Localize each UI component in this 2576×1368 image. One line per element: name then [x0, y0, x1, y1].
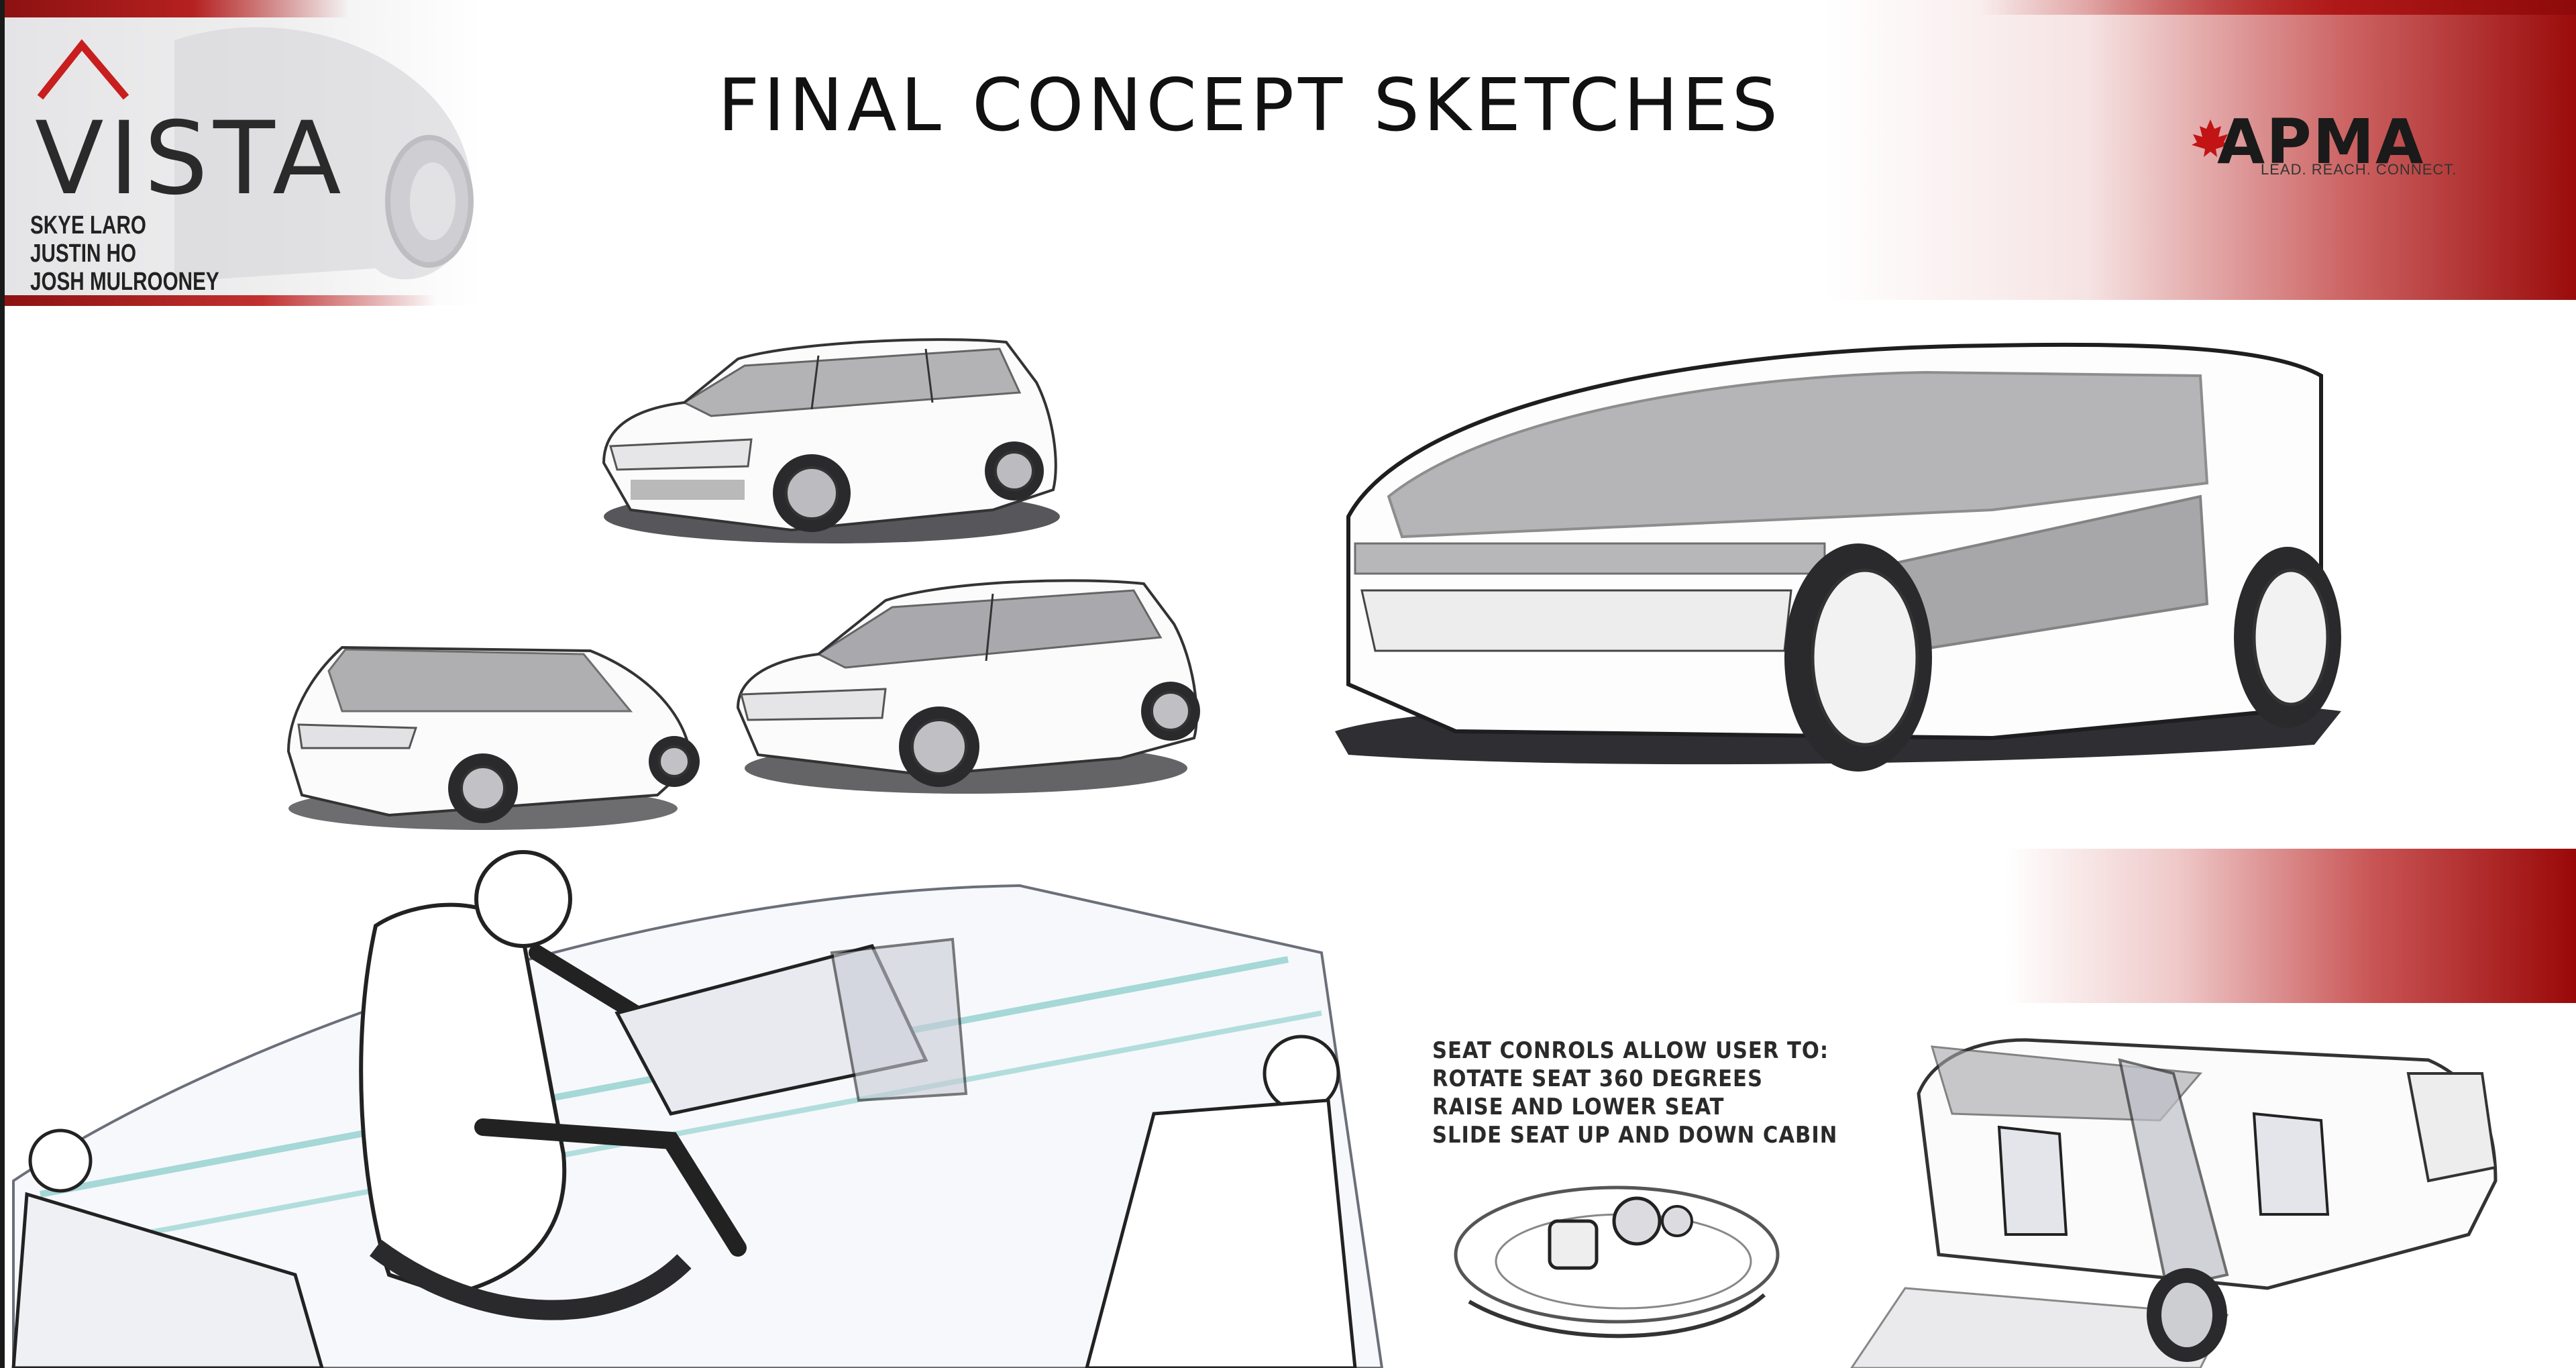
team-member: JOSH MULROONEY	[30, 268, 219, 296]
project-logo: VISTA	[35, 101, 347, 217]
car-sketch-pod-concept	[1335, 342, 2341, 772]
sponsor-logo-text: APMA	[2217, 106, 2425, 178]
header-banner-right	[1825, 0, 2576, 300]
slide-edge	[0, 0, 5, 1368]
page-title: FINAL CONCEPT SKETCHES	[718, 64, 1782, 148]
seat-controls-item: SLIDE SEAT UP AND DOWN CABIN	[1432, 1122, 1838, 1149]
seat-controls-notes: SEAT CONROLS ALLOW USER TO: ROTATE SEAT …	[1432, 1037, 1837, 1149]
interior-sketch	[11, 850, 1384, 1368]
sponsor-tagline: LEAD. REACH. CONNECT.	[2261, 161, 2457, 178]
background-car-silhouette	[174, 27, 474, 282]
team-member: SKYE LARO	[30, 211, 146, 240]
maple-leaf-icon	[2192, 119, 2229, 157]
seat-controls-heading: SEAT CONROLS ALLOW USER TO:	[1432, 1037, 1829, 1064]
side-banner	[2006, 849, 2576, 1003]
open-cabin-sketch	[1850, 1038, 2498, 1368]
seat-controls-item: ROTATE SEAT 360 DEGREES	[1432, 1065, 1763, 1092]
car-sketch-rear-three-quarter	[286, 645, 700, 830]
header-accent-line	[0, 295, 436, 306]
seat-controls-item: RAISE AND LOWER SEAT	[1432, 1094, 1725, 1120]
team-member-list: SKYE LARO JUSTIN HO JOSH MULROONEY	[30, 211, 219, 296]
header-accent-line	[1979, 0, 2576, 15]
vista-chevron-icon	[37, 39, 129, 100]
sponsor-logo: APMA LEAD. REACH. CONNECT.	[2190, 106, 2465, 180]
car-sketch-front-side	[736, 579, 1200, 794]
car-sketch-front-three-quarter	[602, 338, 1060, 543]
seat-control-sketch	[1454, 1186, 1780, 1338]
header-accent-line	[0, 0, 349, 17]
team-member: JUSTIN HO	[30, 240, 137, 268]
